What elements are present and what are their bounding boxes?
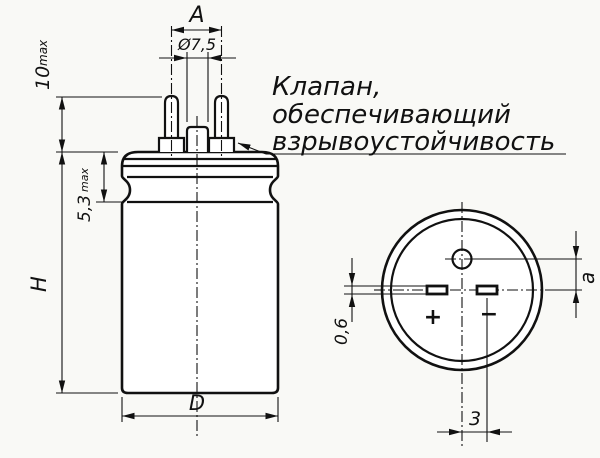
dim-case-diameter-label: D — [189, 391, 205, 415]
dim-A-label: A — [187, 3, 204, 28]
valve-callout: Клапан, обеспечивающий взрывоустойчивост… — [237, 72, 566, 157]
dim-pin-length-value: 10 — [32, 66, 54, 90]
terminal-positive-pad — [425, 284, 449, 296]
dim-vent-diameter-label: Ø7,5 — [177, 35, 216, 54]
dim-terminal-thickness-label: 0,6 — [332, 318, 352, 345]
dimension-crimp-height: 5,3 max — [75, 152, 124, 222]
callout-text-line3: взрывоустойчивость — [272, 127, 555, 157]
dim-pin-length-suffix: max — [36, 39, 50, 66]
dimension-pin-length: 10 max — [32, 39, 162, 153]
dimension-terminal-thickness: 0,6 — [332, 258, 427, 345]
dimension-terminal-offset: 3 — [437, 298, 512, 442]
dim-crimp-value: 5,3 — [75, 195, 95, 222]
dimension-vent-offset: a — [474, 231, 599, 318]
dim-case-height-label: H — [27, 276, 51, 292]
terminal-negative-pad — [475, 284, 499, 296]
callout-text-line1: Клапан, — [272, 72, 381, 102]
dim-vent-offset-label: a — [575, 272, 599, 284]
callout-text-line2: обеспечивающий — [272, 100, 511, 130]
callout-leader — [237, 142, 267, 155]
dimension-A: A — [171, 3, 222, 34]
side-view: A Ø7,5 10 max 5,3 max — [27, 3, 280, 436]
dimension-vent-diameter: Ø7,5 — [159, 35, 236, 122]
capacitor-case — [120, 150, 280, 395]
bottom-view: + − a 0,6 — [332, 202, 599, 446]
positive-terminal-label: + — [424, 305, 442, 330]
negative-terminal-label: − — [480, 302, 498, 327]
dimension-case-height: H — [27, 152, 118, 394]
crimp-lines — [123, 157, 277, 204]
dimension-case-diameter: D — [121, 391, 279, 422]
dim-crimp-suffix: max — [78, 168, 91, 192]
dim-terminal-offset-label: 3 — [469, 408, 481, 430]
